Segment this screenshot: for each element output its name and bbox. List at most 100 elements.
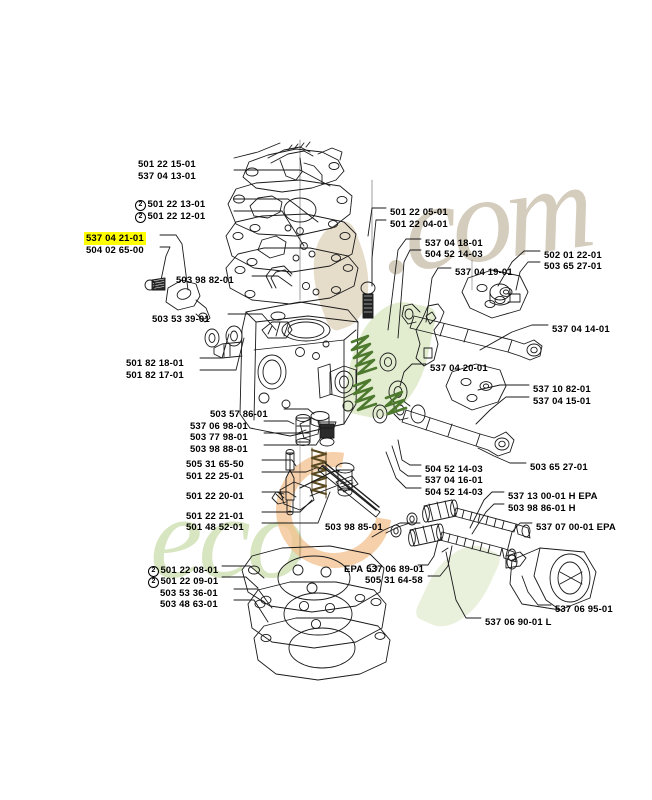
part-number-text: 504 52 14-03 xyxy=(425,487,483,498)
part-number-text: 501 22 21-01 xyxy=(186,511,244,522)
part-number-label: 503 77 98-01 xyxy=(190,432,248,443)
label-suffix: H EPA xyxy=(568,491,598,502)
part-number-label: 537 04 19-01 xyxy=(455,267,513,278)
part-number-label: 501 22 20-01 xyxy=(186,491,244,502)
part-number-label: 504 52 14-03 xyxy=(425,487,483,498)
part-number-label: 503 98 82-01 xyxy=(176,275,234,286)
part-number-label: 503 65 27-01 xyxy=(530,462,588,473)
part-number-text: 503 98 85-01 xyxy=(325,522,383,533)
part-number-label: 537 10 82-01 xyxy=(533,384,591,395)
part-number-label: 537 06 95-01 xyxy=(555,604,613,615)
part-number-text: 503 98 82-01 xyxy=(176,275,234,286)
part-number-label: 503 57 86-01 xyxy=(210,409,268,420)
part-number-text: 537 06 89-01 xyxy=(366,564,425,575)
part-number-label: 504 02 65-00 xyxy=(86,245,144,256)
quantity-badge: 2 xyxy=(148,566,159,577)
part-number-text: 537 06 90-01 xyxy=(485,617,543,628)
part-number-label: 503 65 27-01 xyxy=(544,261,602,272)
part-number-label: 537 04 16-01 xyxy=(425,475,483,486)
part-number-label: 501 82 18-01 xyxy=(126,358,184,369)
quantity-badge: 2 xyxy=(135,200,146,211)
part-number-label: 505 31 65-50 xyxy=(186,459,244,470)
quantity-badge: 2 xyxy=(148,577,159,588)
part-number-text: 503 98 86-01 xyxy=(508,503,566,514)
part-number-label: 537 04 21-01 xyxy=(84,232,146,245)
part-number-text: 505 31 65-50 xyxy=(186,459,244,470)
label-suffix: H xyxy=(568,503,576,514)
part-number-label: 503 98 85-01 xyxy=(325,522,383,533)
part-number-text: 505 31 64-58 xyxy=(365,575,423,586)
part-number-text: 503 65 27-01 xyxy=(530,462,588,473)
part-number-text: 537 04 15-01 xyxy=(533,396,591,407)
part-number-text: 537 04 20-01 xyxy=(430,363,488,374)
label-suffix: EPA xyxy=(596,522,616,533)
part-number-text: 537 04 13-01 xyxy=(138,171,196,182)
part-number-label: 537 04 15-01 xyxy=(533,396,591,407)
part-number-label: 501 22 15-01 xyxy=(138,159,196,170)
part-number-label: 501 22 05-01 xyxy=(390,207,448,218)
part-number-label: 537 04 18-01 xyxy=(425,238,483,249)
part-number-text: 501 22 12-01 xyxy=(147,211,206,222)
label-prefix: EPA xyxy=(344,564,364,575)
part-number-text: 501 22 05-01 xyxy=(390,207,448,218)
part-number-text: 537 06 95-01 xyxy=(555,604,613,615)
part-number-label: 503 53 36-01 xyxy=(160,588,218,599)
part-number-label: 504 52 14-03 xyxy=(425,249,483,260)
part-number-text: 537 04 18-01 xyxy=(425,238,483,249)
part-number-label: 501 22 21-01 xyxy=(186,511,244,522)
part-number-text: 537 13 00-01 xyxy=(508,491,566,502)
part-number-label: 537 06 98-01 xyxy=(190,421,248,432)
part-number-text: 537 06 98-01 xyxy=(190,421,248,432)
part-number-text: 503 98 88-01 xyxy=(190,444,248,455)
part-number-text: 501 22 15-01 xyxy=(138,159,196,170)
part-number-text: 504 52 14-03 xyxy=(425,464,483,475)
part-number-label: 537 04 14-01 xyxy=(552,324,610,335)
part-number-label: 505 31 64-58 xyxy=(365,575,423,586)
part-number-text: 537 07 00-01 xyxy=(536,522,594,533)
quantity-badge: 2 xyxy=(135,212,146,223)
part-number-text: 501 22 09-01 xyxy=(160,576,219,587)
part-number-text: 501 82 18-01 xyxy=(126,358,184,369)
part-number-text: 537 04 21-01 xyxy=(86,233,144,244)
label-suffix: L xyxy=(545,617,552,628)
part-number-text: 501 22 04-01 xyxy=(390,219,448,230)
part-number-label: 503 98 86-01 H xyxy=(508,503,576,514)
part-number-label: 537 06 90-01 L xyxy=(485,617,552,628)
part-number-text: 501 22 25-01 xyxy=(186,471,244,482)
part-number-text: 504 52 14-03 xyxy=(425,249,483,260)
part-number-label: 501 82 17-01 xyxy=(126,370,184,381)
part-number-label: 501 22 04-01 xyxy=(390,219,448,230)
part-number-label: 503 53 39-01 xyxy=(152,314,210,325)
part-number-label: 537 13 00-01 H EPA xyxy=(508,491,598,502)
part-number-text: 502 01 22-01 xyxy=(544,250,602,261)
part-number-text: 501 22 08-01 xyxy=(160,565,219,576)
part-number-text: 501 48 52-01 xyxy=(186,522,244,533)
part-number-text: 537 04 19-01 xyxy=(455,267,513,278)
part-number-label: 537 04 20-01 xyxy=(430,363,488,374)
part-number-label: 501 48 52-01 xyxy=(186,522,244,533)
part-number-label: 504 52 14-03 xyxy=(425,464,483,475)
part-number-text: 503 77 98-01 xyxy=(190,432,248,443)
part-number-label: 501 22 25-01 xyxy=(186,471,244,482)
part-number-text: 503 53 36-01 xyxy=(160,588,218,599)
part-number-label: 502 01 22-01 xyxy=(544,250,602,261)
part-number-text: 503 57 86-01 xyxy=(210,409,268,420)
part-number-text: 537 10 82-01 xyxy=(533,384,591,395)
part-number-label: 537 04 13-01 xyxy=(138,171,196,182)
part-number-label: 537 07 00-01 EPA xyxy=(536,522,616,533)
part-number-text: 503 53 39-01 xyxy=(152,314,210,325)
part-number-text: 504 02 65-00 xyxy=(86,245,144,256)
part-number-text: 537 04 14-01 xyxy=(552,324,610,335)
part-number-text: 501 82 17-01 xyxy=(126,370,184,381)
part-number-text: 503 48 63-01 xyxy=(160,599,218,610)
part-number-label: 503 48 63-01 xyxy=(160,599,218,610)
part-number-text: 537 04 16-01 xyxy=(425,475,483,486)
part-number-text: 501 22 13-01 xyxy=(147,199,206,210)
